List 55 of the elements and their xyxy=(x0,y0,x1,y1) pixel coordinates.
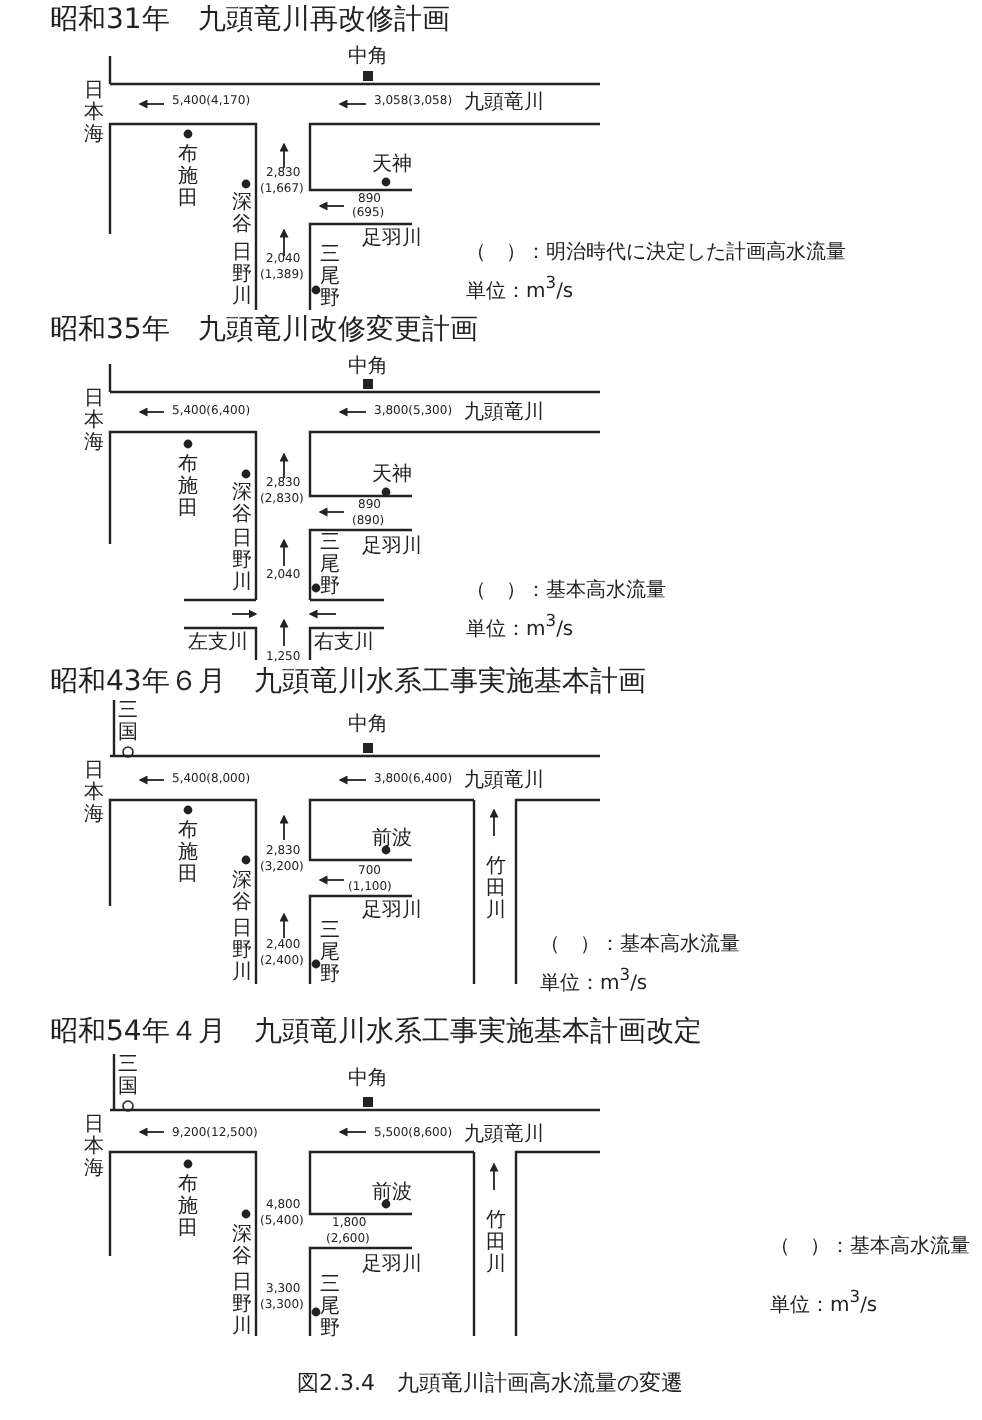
place-name: 日本海 xyxy=(84,1114,104,1180)
place-name: 布施田 xyxy=(178,144,198,210)
place-name: 日本海 xyxy=(84,80,104,146)
place-name: 中角 xyxy=(348,1068,388,1090)
place-name: 天神 xyxy=(372,154,412,176)
place-name: 中角 xyxy=(348,714,388,736)
place-name: 足羽川 xyxy=(362,900,422,922)
note: 単位：m$^{3}$/s xyxy=(466,274,574,303)
figure-caption: 図2.3.4 九頭竜川計画高水流量の変遷 xyxy=(297,1368,683,1398)
place-name: 三尾野 xyxy=(320,920,340,986)
river-name: 九頭竜川 xyxy=(464,1124,544,1146)
river-name: 九頭竜川 xyxy=(464,92,544,114)
place-name: 足羽川 xyxy=(362,228,422,250)
place-name: 三尾野 xyxy=(320,244,340,310)
river-name: 九頭竜川 xyxy=(464,770,544,792)
place-name: 足羽川 xyxy=(362,536,422,558)
place-name: 竹田川 xyxy=(486,1210,506,1276)
place-name: 日野川 xyxy=(232,528,252,594)
panel-title: 昭和35年 九頭竜川改修変更計画 xyxy=(50,316,478,347)
place-name: 天神 xyxy=(372,464,412,486)
note: 単位：m$^{3}$/s xyxy=(540,966,648,995)
place-name: 日野川 xyxy=(232,918,252,984)
place-name: 中角 xyxy=(348,46,388,68)
note: （ ）：基本高水流量 xyxy=(466,580,666,602)
place-name: 日本海 xyxy=(84,760,104,826)
place-name: 布施田 xyxy=(178,1174,198,1240)
place-name: 左支川 xyxy=(188,632,248,654)
place-name: 三尾野 xyxy=(320,1274,340,1340)
place-name: 中角 xyxy=(348,356,388,378)
place-name: 深谷 xyxy=(232,192,252,236)
place-name: 竹田川 xyxy=(486,856,506,922)
place-name: 足羽川 xyxy=(362,1254,422,1276)
place-name: 深谷 xyxy=(232,1224,252,1268)
place-name: 日本海 xyxy=(84,388,104,454)
panel-title: 昭和43年６月 九頭竜川水系工事実施基本計画 xyxy=(50,668,646,699)
panel-title: 昭和31年 九頭竜川再改修計画 xyxy=(50,6,450,37)
note: 単位：m$^{3}$/s xyxy=(466,612,574,641)
place-name: 深谷 xyxy=(232,482,252,526)
note: （ ）：基本高水流量 xyxy=(540,934,740,956)
place-name: 日野川 xyxy=(232,242,252,308)
place-name: 三国 xyxy=(118,1054,138,1098)
note: 単位：m$^{3}$/s xyxy=(770,1288,878,1317)
place-name: 布施田 xyxy=(178,820,198,886)
river-name: 九頭竜川 xyxy=(464,402,544,424)
place-name: 前波 xyxy=(372,828,412,850)
place-name: 深谷 xyxy=(232,870,252,914)
place-name: 布施田 xyxy=(178,454,198,520)
note: （ ）：基本高水流量 xyxy=(770,1236,970,1258)
place-name: 三国 xyxy=(118,700,138,744)
place-name: 三尾野 xyxy=(320,532,340,598)
panel-title: 昭和54年４月 九頭竜川水系工事実施基本計画改定 xyxy=(50,1018,702,1049)
note: （ ）：明治時代に決定した計画高水流量 xyxy=(466,242,846,264)
place-name: 日野川 xyxy=(232,1272,252,1338)
place-name: 右支川 xyxy=(314,632,374,654)
place-name: 前波 xyxy=(372,1182,412,1204)
